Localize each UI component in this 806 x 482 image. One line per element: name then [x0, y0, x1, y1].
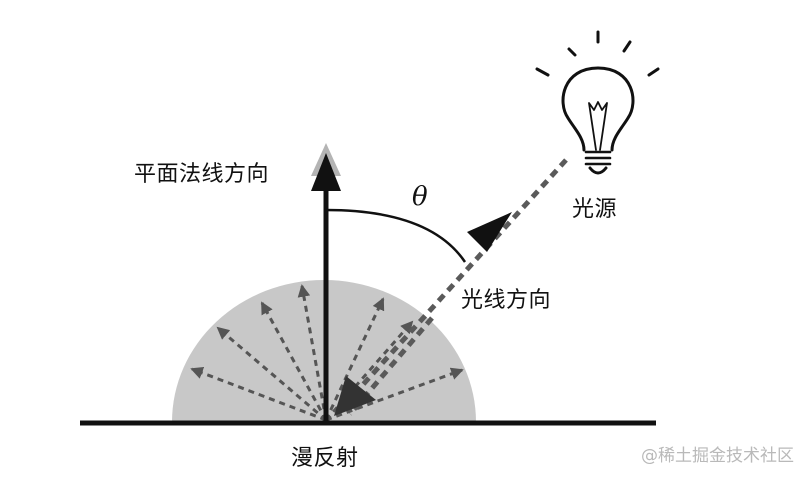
light-ray-impact-arrowhead — [334, 376, 376, 416]
light-ray-arrowhead — [467, 212, 512, 252]
reflection-arrow — [324, 297, 385, 421]
light-source-label: 光源 — [572, 197, 618, 222]
reflection-arrow — [260, 301, 328, 421]
reflection-arrows — [190, 284, 464, 422]
normal-direction-label: 平面法线方向 — [134, 162, 270, 187]
reflection-arrow — [297, 284, 328, 421]
diffuse-reflection-label: 漫反射 — [291, 446, 359, 471]
normal-arrowhead — [311, 153, 341, 191]
angle-arc — [325, 208, 467, 263]
lightbulb-icon — [535, 30, 660, 175]
watermark: @稀土掘金技术社区 — [641, 446, 794, 466]
reflection-arrow — [325, 367, 464, 422]
light-ray-dashed-line — [338, 158, 568, 412]
light-direction-label: 光线方向 — [461, 288, 552, 313]
angle-theta-label: θ — [412, 182, 428, 212]
reflection-arrow — [216, 326, 327, 422]
reflection-arrow — [190, 366, 327, 422]
